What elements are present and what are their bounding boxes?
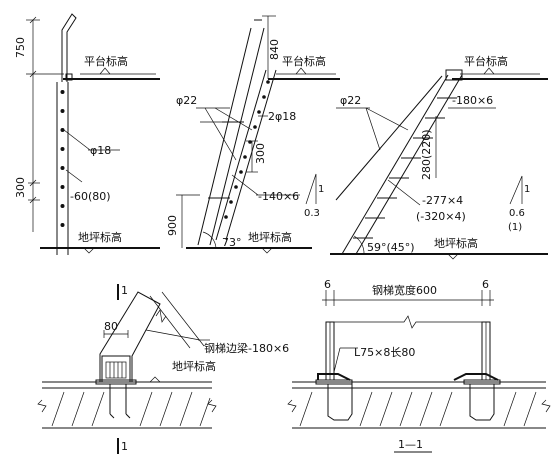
phi18-label: φ18 <box>90 144 111 157</box>
steps-right <box>353 97 457 239</box>
ground-label-left: 地坪标高 <box>78 230 122 244</box>
slope-1-right: 1 <box>524 184 530 195</box>
angle-steel-label: L75×8长80 <box>354 346 415 359</box>
slope-paren-1: (1) <box>508 222 522 233</box>
platform-label-right: 平台标高 <box>464 54 508 68</box>
platform-label-mid: 平台标高 <box>282 54 326 68</box>
ground-label-right: 地坪标高 <box>434 236 478 250</box>
section-title: 1—1 <box>398 438 423 451</box>
slope-1-mid: 1 <box>318 184 324 195</box>
dim-300: 300 <box>14 177 27 198</box>
slope-03: 0.3 <box>304 208 320 219</box>
flat-180-right: -180×6 <box>452 94 493 107</box>
ground-label-mid: 地坪标高 <box>248 230 292 244</box>
two-phi18-label: 2φ18 <box>268 110 296 123</box>
sec-mark-top: 1 <box>121 284 128 297</box>
inclined-ladder-59: 平台标高 φ22 -180×6 280(220) -277×4 (-320×4)… <box>330 54 548 260</box>
dim-6-right: 6 <box>482 278 489 291</box>
flat-277: -277×4 <box>422 194 463 207</box>
sec-mark-bottom: 1 <box>121 440 128 453</box>
dim-80: 80 <box>104 320 118 333</box>
dim-300b: 300 <box>254 143 267 164</box>
slope-06: 0.6 <box>509 208 525 219</box>
dim-840: 840 <box>268 39 281 60</box>
ground-label-bottom: 地坪标高 <box>172 359 216 373</box>
base-detail: 1 1 80 <box>37 284 289 454</box>
platform-label-left: 平台标高 <box>84 54 128 68</box>
dim-6-left: 6 <box>324 278 331 291</box>
angle-59: 59°(45°) <box>367 241 415 254</box>
flat-60-label: -60(80) <box>70 190 111 203</box>
inclined-ladder-73: 平台标高 840 φ22 2φ18 3 <box>166 15 340 254</box>
dim-280-220: 280(220) <box>420 129 433 180</box>
hatch-right <box>299 391 537 427</box>
flat-140-label: -140×6 <box>258 190 299 203</box>
phi22-mid-label: φ22 <box>176 94 197 107</box>
angle-73: 73° <box>222 236 242 249</box>
dim-750: 750 <box>14 37 27 58</box>
phi22-right-label: φ22 <box>340 94 361 107</box>
rung-dots-left <box>60 90 65 227</box>
width-600-label: 钢梯宽度600 <box>372 283 437 297</box>
flat-320: (-320×4) <box>416 210 466 223</box>
section-1-1: 6 6 钢梯宽度600 L75×8长80 <box>287 278 551 453</box>
side-beam-label: 钢梯边梁-180×6 <box>204 341 289 355</box>
vertical-ladder: 750 300 平台标高 φ18 -60(80) 地坪标高 <box>14 13 160 255</box>
rung-dots-mid <box>224 80 270 219</box>
dim-900: 900 <box>166 215 179 236</box>
hatch-left <box>51 391 211 427</box>
